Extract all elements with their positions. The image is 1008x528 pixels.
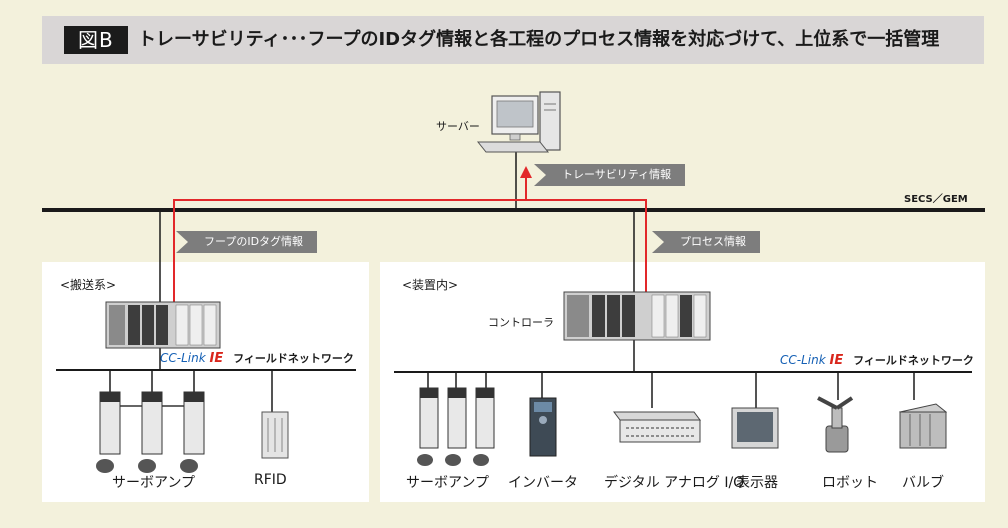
right-network-label: CC-Link IE フィールドネットワーク xyxy=(780,352,974,368)
digital-analog-io-label: デジタル アナログ I/O xyxy=(604,475,745,491)
left-plc-controller-icon xyxy=(105,301,221,349)
inverter-label: インバータ xyxy=(508,475,578,491)
digital-analog-io-icon xyxy=(613,411,701,443)
server-label: サーバー xyxy=(436,120,480,133)
right-plc-controller-icon xyxy=(563,291,711,341)
left-network-label: CC-Link IE フィールドネットワーク xyxy=(160,350,354,366)
conveyance-panel-label: <搬送系> xyxy=(60,278,117,292)
cclink-logo-text: CC-Link xyxy=(780,353,826,367)
valve-manifold-icon xyxy=(898,403,948,449)
left-servo-amp-icons xyxy=(96,391,205,473)
rfid-reader-icon xyxy=(261,411,289,459)
bus-label: SECS／GEM xyxy=(904,194,968,205)
traceability-callout: トレーサビリティ情報 xyxy=(534,164,686,186)
field-network-text: フィールドネットワーク xyxy=(853,354,974,367)
equipment-panel-label: <装置内> xyxy=(402,278,459,292)
inverter-icon xyxy=(529,397,557,457)
left-servo-amp-label: サーボアンプ xyxy=(112,475,196,491)
figure-tag: 図B xyxy=(64,26,128,54)
robot-label: ロボット xyxy=(822,475,878,491)
traceability-arrow-head xyxy=(520,166,532,178)
display-panel-icon xyxy=(731,407,779,449)
right-device-drops xyxy=(427,372,915,408)
traceability-path xyxy=(173,199,647,330)
robot-arm-icon xyxy=(817,396,854,453)
figure-title: トレーサビリティ･･･フープのIDタグ情報と各工程のプロセス情報を対応づけて、上… xyxy=(138,29,940,50)
field-network-text: フィールドネットワーク xyxy=(233,352,354,365)
ie-logo-text: IE xyxy=(829,353,844,368)
server-computer-icon xyxy=(476,91,561,153)
process-callout: プロセス情報 xyxy=(652,231,760,253)
right-servo-amp-label: サーボアンプ xyxy=(406,475,490,491)
cclink-logo-text: CC-Link xyxy=(160,351,206,365)
figure-title-bar: 図B トレーサビリティ･･･フープのIDタグ情報と各工程のプロセス情報を対応づけ… xyxy=(42,16,984,64)
display-label: 表示器 xyxy=(736,475,778,491)
ie-logo-text: IE xyxy=(209,351,224,366)
rfid-label: RFID xyxy=(254,472,287,488)
hoop-id-callout: フープのIDタグ情報 xyxy=(176,231,318,253)
controller-label: コントローラ xyxy=(488,316,554,329)
valve-label: バルブ xyxy=(902,475,944,491)
right-servo-amp-icons xyxy=(417,387,495,466)
